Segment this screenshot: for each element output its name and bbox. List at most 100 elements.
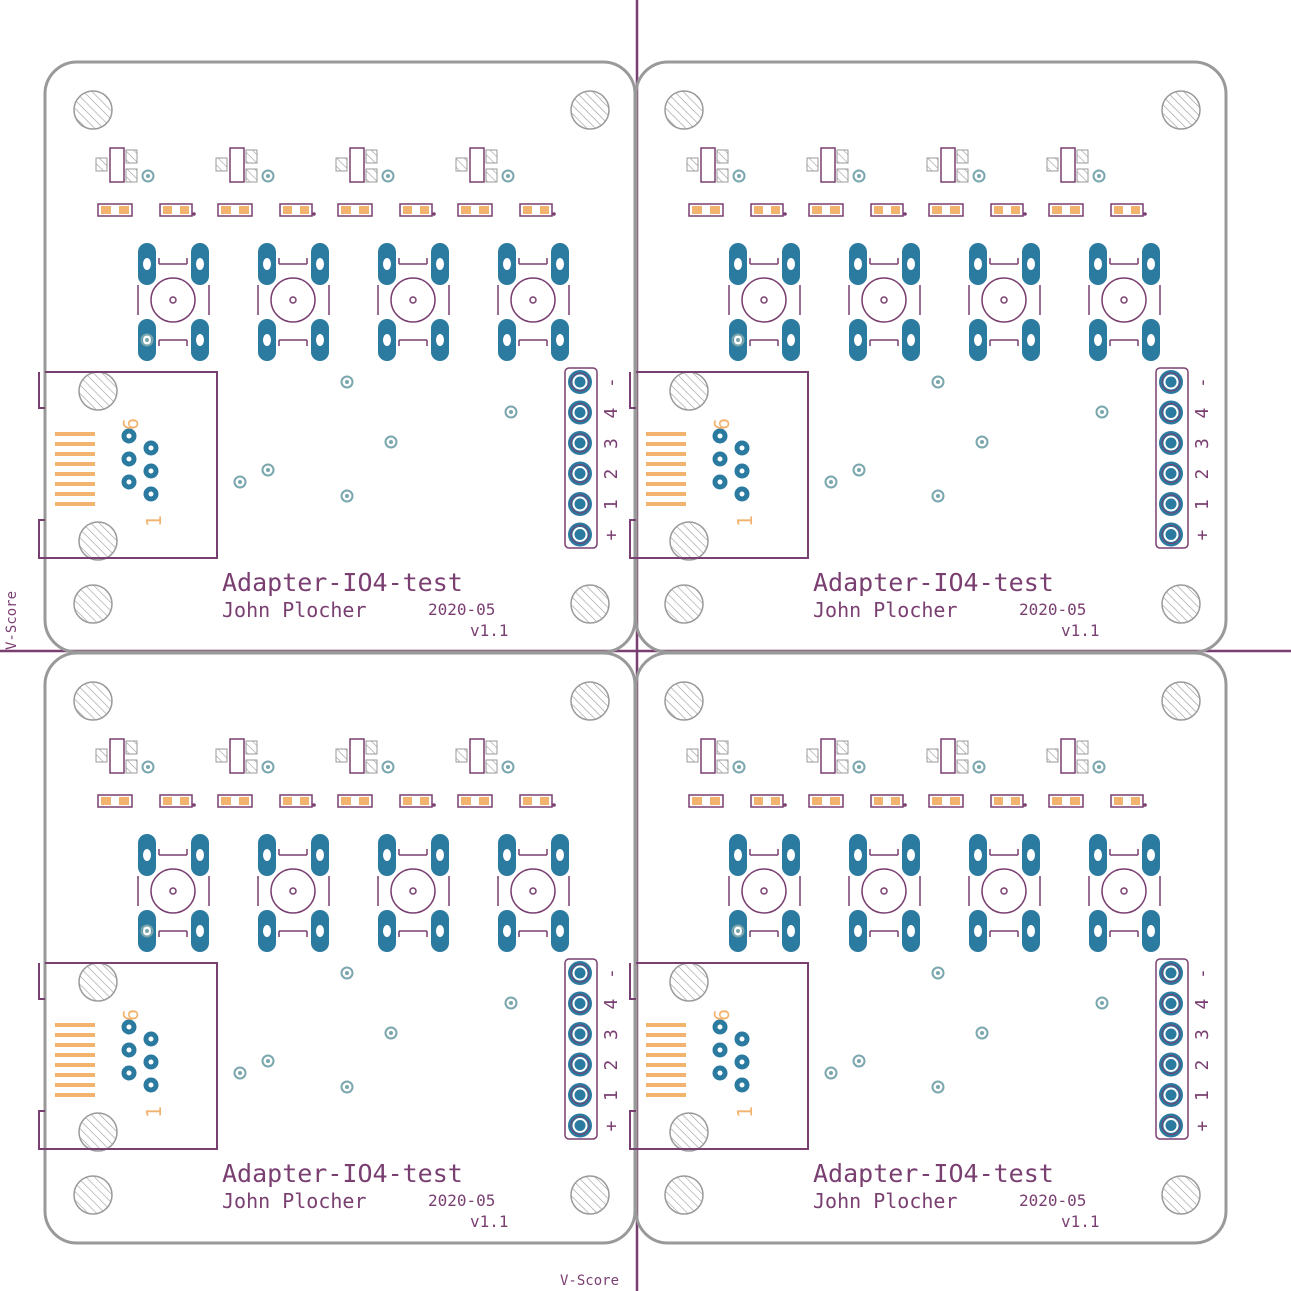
via-icon xyxy=(381,169,395,183)
header-pin-label: - xyxy=(1192,377,1213,388)
hatched-circle-icon xyxy=(664,681,704,721)
rj-pin1-label: 1 xyxy=(733,1106,757,1118)
hatched-circle-icon xyxy=(570,681,610,721)
hatched-circle-icon xyxy=(669,521,709,561)
tactile-switch-icon xyxy=(848,243,921,361)
hatched-circle-icon xyxy=(73,90,113,130)
tactile-switch-icon xyxy=(728,834,801,952)
header-pin-label: 2 xyxy=(1192,469,1213,480)
via-icon xyxy=(504,405,518,419)
transistor-footprint xyxy=(335,738,378,774)
rj-connector: 6 1 xyxy=(629,371,809,559)
via-icon xyxy=(975,1026,989,1040)
hatched-circle-icon xyxy=(1161,584,1201,624)
transistor-footprint xyxy=(806,738,849,774)
tactile-switch-icon xyxy=(848,834,921,952)
via-icon xyxy=(1092,760,1106,774)
via-icon xyxy=(931,966,945,980)
header-pin-label: 2 xyxy=(1192,1060,1213,1071)
header-pin xyxy=(568,492,592,516)
resistor-pad xyxy=(688,794,724,808)
board-outline xyxy=(634,651,1228,1245)
header-pin xyxy=(1159,492,1183,516)
led-pad xyxy=(750,794,787,808)
via-icon xyxy=(233,1066,247,1080)
via-icon xyxy=(852,1054,866,1068)
rj-pin6-label: 6 xyxy=(710,1009,734,1021)
via-icon xyxy=(340,1080,354,1094)
via-icon xyxy=(261,169,275,183)
vscore-label-vertical: V-Score xyxy=(4,591,20,650)
tactile-switch-icon xyxy=(1088,834,1161,952)
header-pin-label: + xyxy=(1192,1121,1213,1132)
tactile-switch-icon xyxy=(968,243,1041,361)
header-pin-label: - xyxy=(1192,968,1213,979)
via-icon xyxy=(1095,996,1109,1010)
header-pin xyxy=(1159,461,1183,486)
rj-pin1-label: 1 xyxy=(733,515,757,527)
hatched-circle-icon xyxy=(669,1112,709,1152)
header-pin-label: 3 xyxy=(1192,1029,1213,1040)
tactile-switch-icon xyxy=(497,243,570,361)
via-icon xyxy=(384,1026,398,1040)
hatched-circle-icon xyxy=(664,1175,704,1215)
hatched-circle-icon xyxy=(78,962,118,1002)
header-pin xyxy=(1159,991,1183,1016)
led-pad xyxy=(750,203,787,217)
resistor-pad xyxy=(928,794,964,808)
transistor-footprint xyxy=(806,147,849,183)
via-icon xyxy=(731,924,745,938)
hatched-circle-icon xyxy=(73,1175,113,1215)
header-pin xyxy=(1159,1083,1183,1107)
header-pin xyxy=(568,1113,592,1138)
header-pin-label: - xyxy=(601,377,622,388)
header-pin-label: 4 xyxy=(1192,999,1213,1010)
led-pad xyxy=(159,203,196,217)
transistor-footprint xyxy=(686,147,729,183)
via-icon xyxy=(381,760,395,774)
rj-connector: 6 1 xyxy=(38,371,218,559)
via-icon xyxy=(852,169,866,183)
header-pin-label: 2 xyxy=(601,1060,622,1071)
led-pad xyxy=(399,794,436,808)
hatched-circle-icon xyxy=(570,1175,610,1215)
header-pin-label: 4 xyxy=(601,408,622,419)
board-version: v1.1 xyxy=(1061,621,1100,640)
led-pad xyxy=(279,794,316,808)
transistor-footprint xyxy=(335,147,378,183)
header-pin-label: 3 xyxy=(1192,438,1213,449)
led-pad xyxy=(1110,203,1147,217)
header-pin xyxy=(568,1022,592,1046)
header-pin xyxy=(1159,1113,1183,1138)
board-author: John Plocher xyxy=(813,598,958,622)
header-pin-label: 3 xyxy=(601,438,622,449)
board-version: v1.1 xyxy=(470,1212,509,1231)
hatched-circle-icon xyxy=(73,584,113,624)
header-pin xyxy=(568,961,592,985)
resistor-pad xyxy=(97,203,133,217)
resistor-pad xyxy=(337,794,373,808)
hatched-circle-icon xyxy=(669,962,709,1002)
board-title: Adapter-IO4-test xyxy=(813,568,1054,597)
vscore-label-horizontal: V-Score xyxy=(560,1273,619,1289)
via-group xyxy=(233,966,518,1094)
header-pin xyxy=(568,370,592,394)
led-pad xyxy=(870,794,907,808)
via-icon xyxy=(824,1066,838,1080)
resistor-pad xyxy=(457,203,493,217)
via-icon xyxy=(732,760,746,774)
via-icon xyxy=(972,169,986,183)
via-icon xyxy=(975,435,989,449)
transistor-footprint xyxy=(215,738,258,774)
via-icon xyxy=(731,333,745,347)
header-pin xyxy=(1159,370,1183,394)
header-pin-label: 2 xyxy=(601,469,622,480)
hatched-circle-icon xyxy=(664,90,704,130)
hatched-circle-icon xyxy=(1161,90,1201,130)
resistor-pad xyxy=(1048,794,1084,808)
rj-connector: 6 1 xyxy=(629,962,809,1150)
